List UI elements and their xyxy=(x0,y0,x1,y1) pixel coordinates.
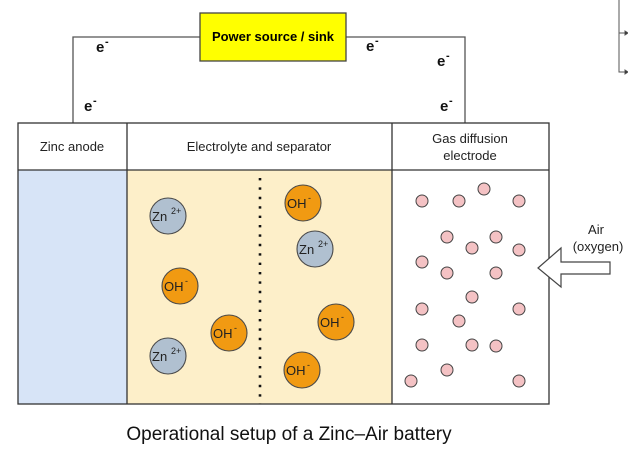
oxygen-particle xyxy=(465,290,479,304)
oxygen-particle xyxy=(465,338,479,352)
power-label: Power source / sink xyxy=(212,29,335,44)
header-zinc-anode: Zinc anode xyxy=(40,139,104,154)
svg-text:2+: 2+ xyxy=(318,239,328,249)
wire-left xyxy=(72,36,200,123)
svg-text:e: e xyxy=(84,98,92,115)
anode-region xyxy=(18,170,127,404)
air-label: Air xyxy=(588,222,605,237)
header-gas-diffusion-line2: electrode xyxy=(443,148,496,163)
oxygen-particle xyxy=(489,266,503,280)
air-inlet: Air (oxygen) xyxy=(537,222,624,289)
svg-text:Zn: Zn xyxy=(152,349,167,364)
svg-text:-: - xyxy=(307,360,310,370)
svg-text:e: e xyxy=(96,39,104,56)
svg-text:OH: OH xyxy=(164,279,184,294)
svg-text:-: - xyxy=(105,36,109,48)
zinc-ion: Zn 2+ xyxy=(149,337,187,375)
oxygen-label: (oxygen) xyxy=(573,239,624,254)
svg-text:OH: OH xyxy=(320,315,340,330)
electron-labels: e-e-e-e-e- xyxy=(84,35,453,115)
electron-label: e- xyxy=(96,36,109,56)
header-gas-diffusion-line1: Gas diffusion xyxy=(432,131,508,146)
svg-text:e: e xyxy=(437,53,445,70)
svg-text:Zn: Zn xyxy=(299,242,314,257)
hydroxide-ion: OH- xyxy=(317,303,355,341)
oxygen-particle xyxy=(415,338,429,352)
air-arrow-icon xyxy=(537,246,611,289)
oxygen-particle xyxy=(512,374,526,388)
oxygen-particle xyxy=(512,194,526,208)
header-electrolyte-separator: Electrolyte and separator xyxy=(187,139,332,154)
svg-text:-: - xyxy=(93,95,97,107)
oxygen-particle xyxy=(452,314,466,328)
svg-text:2+: 2+ xyxy=(171,346,181,356)
power-box xyxy=(199,12,347,62)
oxygen-particle xyxy=(440,266,454,280)
electron-label: e- xyxy=(440,95,453,115)
oxygen-particle xyxy=(415,194,429,208)
hydroxide-ion: OH- xyxy=(210,314,248,352)
svg-text:-: - xyxy=(185,276,188,286)
external-circuit xyxy=(72,36,466,123)
electron-label: e- xyxy=(366,35,379,55)
hydroxide-ion: OH- xyxy=(283,351,321,389)
zinc-ion: Zn 2+ xyxy=(296,230,334,268)
power-source-sink: Power source / sink xyxy=(199,12,347,62)
oxygen-particle xyxy=(477,182,491,196)
svg-text:-: - xyxy=(449,95,453,107)
svg-text:-: - xyxy=(341,312,344,322)
oxygen-particle xyxy=(489,230,503,244)
oxygen-particle xyxy=(415,302,429,316)
hydroxide-ion: OH- xyxy=(284,184,322,222)
oxygen-particles xyxy=(404,182,526,388)
oxygen-particle xyxy=(452,194,466,208)
svg-text:-: - xyxy=(446,50,450,62)
electron-label: e- xyxy=(437,50,450,70)
svg-text:e: e xyxy=(440,98,448,115)
svg-text:-: - xyxy=(375,35,379,47)
oxygen-particle xyxy=(440,363,454,377)
gas-electrode-region xyxy=(392,170,549,404)
wire-right xyxy=(346,36,466,123)
oxygen-particle xyxy=(404,374,418,388)
oxygen-particle xyxy=(489,339,503,353)
oxygen-particle xyxy=(512,243,526,257)
oxygen-particle xyxy=(512,302,526,316)
oxygen-particle xyxy=(440,230,454,244)
svg-text:2+: 2+ xyxy=(171,206,181,216)
hydroxide-ion: OH- xyxy=(161,267,199,305)
zinc-ion: Zn 2+ xyxy=(149,197,187,235)
svg-text:OH: OH xyxy=(286,363,306,378)
offscreen-connector-fragment xyxy=(618,0,628,75)
figure-caption: Operational setup of a Zinc–Air battery xyxy=(126,424,452,445)
svg-text:-: - xyxy=(234,323,237,333)
electron-label: e- xyxy=(84,95,97,115)
svg-text:OH: OH xyxy=(213,326,233,341)
oxygen-particle xyxy=(415,255,429,269)
oxygen-particle xyxy=(465,241,479,255)
svg-text:-: - xyxy=(308,193,311,203)
svg-text:e: e xyxy=(366,38,374,55)
svg-text:Zn: Zn xyxy=(152,209,167,224)
svg-text:OH: OH xyxy=(287,196,307,211)
